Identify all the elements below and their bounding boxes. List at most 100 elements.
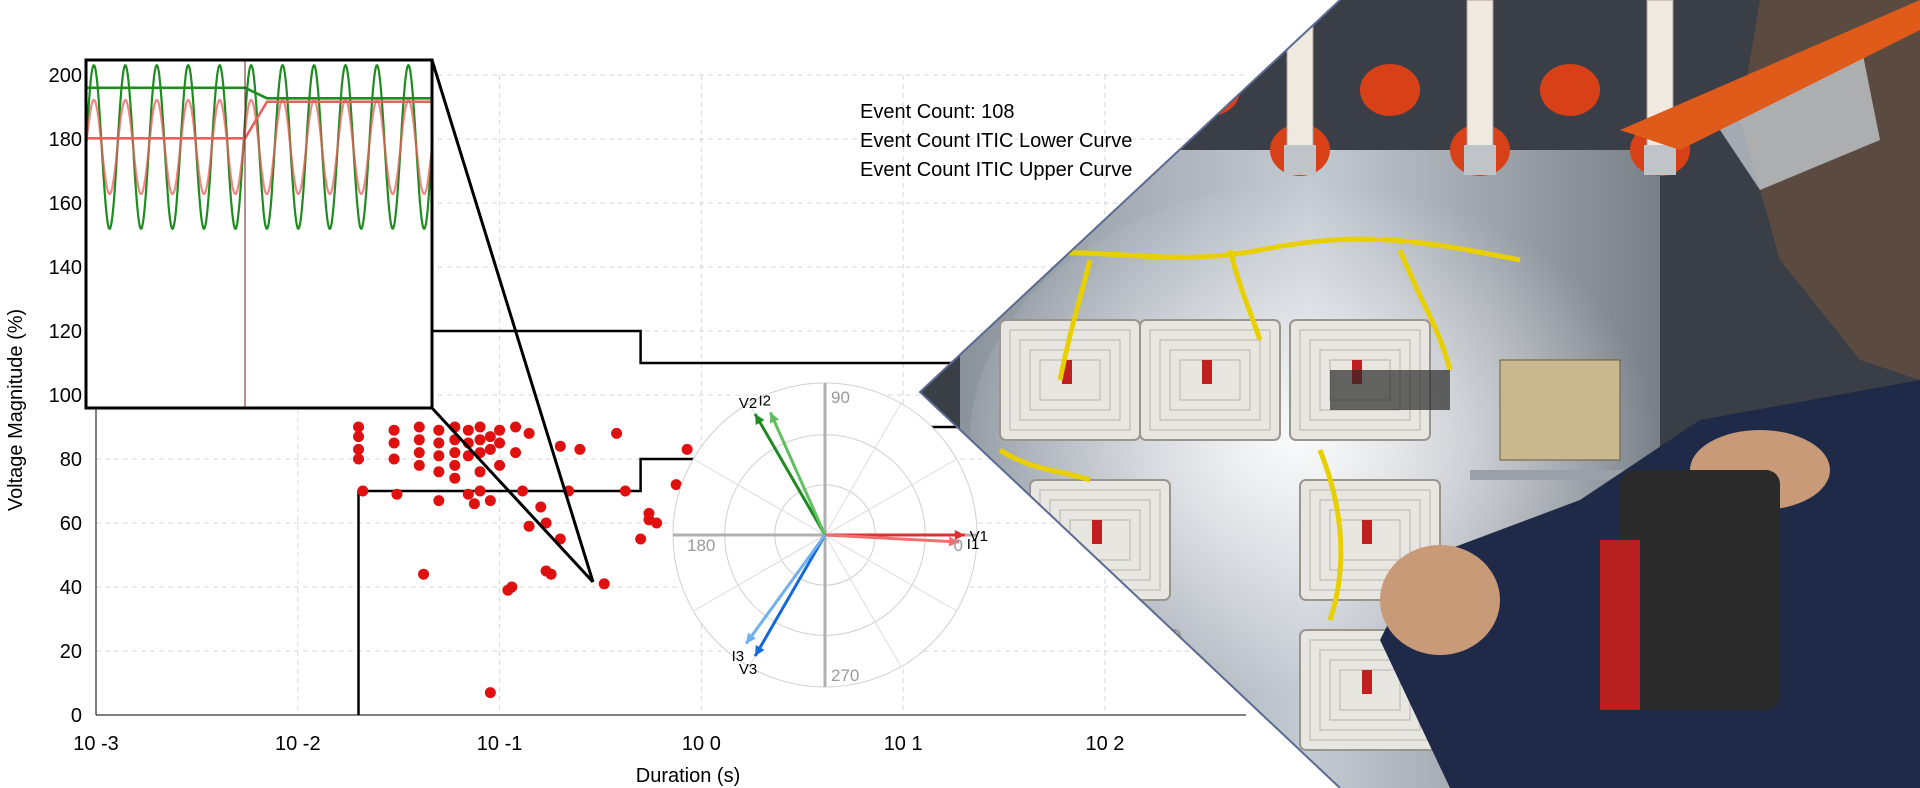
event-point [388, 453, 400, 465]
waveform-zoom-inset [84, 58, 434, 410]
event-point [413, 459, 425, 471]
event-point [545, 568, 557, 580]
event-point [449, 447, 461, 459]
y-tick-label: 20 [60, 641, 82, 663]
y-tick-label: 180 [49, 129, 82, 151]
y-tick-label: 200 [49, 65, 82, 87]
y-tick-label: 0 [71, 705, 82, 727]
event-point [433, 437, 445, 449]
phasor-arrowhead [954, 530, 965, 540]
event-point [494, 437, 506, 449]
event-point [433, 466, 445, 478]
upper-curve-annotation: Event Count ITIC Upper Curve [860, 159, 1132, 181]
event-point [413, 447, 425, 459]
phasor-vector [769, 411, 827, 536]
event-point [388, 424, 400, 436]
event-point [619, 485, 631, 497]
event-point [433, 424, 445, 436]
event-point [670, 479, 682, 491]
event-point [388, 437, 400, 449]
event-point [635, 533, 647, 545]
safety-glasses [1700, 40, 1880, 190]
phasor-arrowhead [755, 644, 765, 657]
phasor-arrowhead [769, 412, 780, 424]
fuse-clip [1464, 145, 1496, 175]
x-tick-label: 10 -1 [477, 733, 523, 755]
phasor-label: V2 [739, 395, 757, 412]
waveform-series [86, 86, 432, 100]
polar-angle-label: 90 [831, 388, 850, 407]
fuse-clip [1644, 145, 1676, 175]
phasor-arrowhead [755, 413, 765, 426]
x-tick-label: 10 -3 [73, 733, 119, 755]
phasor-vector [824, 533, 960, 544]
y-tick-label: 40 [60, 577, 82, 599]
event-point [484, 431, 496, 443]
event-point [449, 472, 461, 484]
event-point [484, 443, 496, 455]
event-point [433, 495, 445, 507]
event-point [494, 424, 506, 436]
inset-frame [84, 58, 434, 410]
yellow-cable [998, 447, 1091, 483]
din-rail [1470, 470, 1640, 480]
x-tick-label: 10 1 [884, 733, 923, 755]
phasor-vector [753, 413, 827, 536]
yellow-cable [1397, 249, 1453, 371]
phasor-vector [744, 534, 827, 645]
event-point [353, 421, 365, 433]
event-point [353, 453, 365, 465]
yellow-cable [1057, 259, 1093, 381]
event-point [462, 488, 474, 500]
event-point [474, 466, 486, 478]
fuse-cap [1360, 64, 1420, 116]
event-point [353, 443, 365, 455]
hard-hat-brim [1620, 0, 1920, 150]
event-point [474, 485, 486, 497]
fuse-barrel [1466, 0, 1494, 151]
zoom-connector-line [430, 406, 595, 584]
event-point [484, 687, 496, 699]
wire-bundle [1330, 370, 1450, 410]
event-point [418, 568, 430, 580]
event-point [474, 421, 486, 433]
x-tick-label: 10 -2 [275, 733, 321, 755]
transformer-block [999, 319, 1141, 441]
event-point [433, 450, 445, 462]
photo-border [918, 0, 1341, 788]
polar-angle-label: 270 [831, 666, 859, 685]
y-tick-label: 100 [49, 385, 82, 407]
event-point [598, 578, 610, 590]
fuse-barrel [1286, 0, 1314, 151]
waveform-series [86, 98, 432, 196]
y-tick-label: 140 [49, 257, 82, 279]
event-point [510, 447, 522, 459]
fuse-cap [1540, 64, 1600, 116]
waveform-series [86, 100, 432, 140]
phasor-arrowhead [746, 632, 757, 644]
event-point [449, 459, 461, 471]
zoom-connector-line [430, 59, 595, 583]
event-point [611, 427, 623, 439]
event-point [510, 421, 522, 433]
y-tick-label: 60 [60, 513, 82, 535]
yellow-cable [999, 236, 1521, 263]
event-point [413, 434, 425, 446]
test-instrument [1620, 470, 1780, 710]
zoom-connector [430, 59, 595, 584]
y-axis-label: Voltage Magnitude (%) [5, 309, 27, 511]
phasor-label: V1 [970, 528, 988, 545]
event-point [484, 495, 496, 507]
yellow-cable [1227, 249, 1263, 341]
event-point [651, 517, 663, 529]
polar-angle-label: 180 [687, 536, 715, 555]
x-tick-label: 10 2 [1085, 733, 1124, 755]
event-point [535, 501, 547, 513]
transformer-block [1139, 319, 1281, 441]
event-point [517, 485, 529, 497]
